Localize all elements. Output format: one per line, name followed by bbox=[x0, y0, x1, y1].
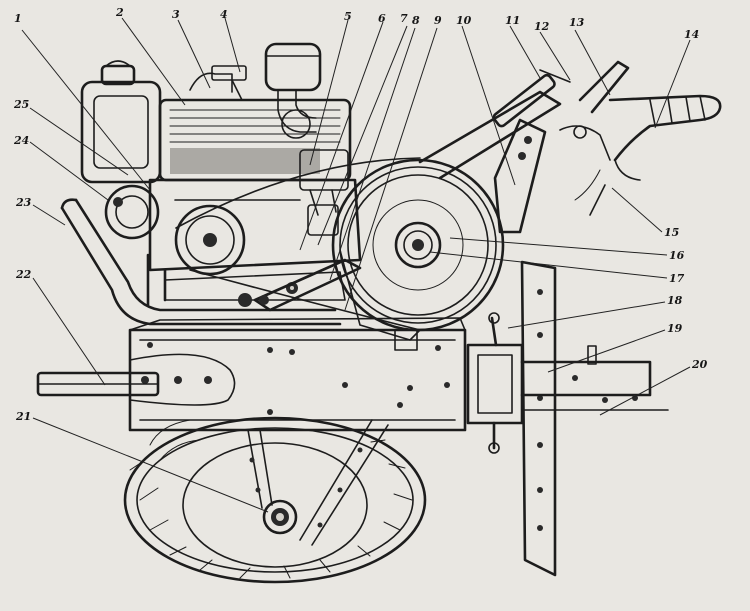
callout-8: 8 bbox=[412, 14, 420, 27]
callout-4: 4 bbox=[220, 8, 228, 21]
callout-5: 5 bbox=[344, 10, 352, 23]
callout-22: 22 bbox=[15, 268, 32, 281]
throttle-lever bbox=[559, 60, 630, 161]
callout-10: 10 bbox=[456, 14, 472, 27]
callout-12: 12 bbox=[534, 20, 550, 33]
callout-20: 20 bbox=[691, 358, 708, 371]
starter-housing bbox=[104, 184, 160, 240]
axle-bracket bbox=[129, 353, 236, 406]
engine-pulley bbox=[174, 204, 246, 276]
leader-lines bbox=[21, 17, 691, 513]
handle-tube bbox=[608, 94, 722, 181]
wheel-tire bbox=[123, 416, 427, 584]
callout-16: 16 bbox=[669, 249, 685, 262]
wheel-spokes bbox=[247, 419, 389, 546]
callout-6: 6 bbox=[378, 12, 386, 25]
callout-25: 25 bbox=[13, 98, 29, 111]
drive-belt bbox=[175, 157, 421, 331]
callouts: 1 2 3 4 5 6 7 8 9 10 11 12 13 14 15 16 1… bbox=[13, 6, 708, 423]
depth-clamp bbox=[466, 312, 524, 454]
spark-plug bbox=[189, 65, 247, 101]
tube-frame bbox=[60, 198, 342, 326]
callout-14: 14 bbox=[684, 28, 699, 41]
depth-bar bbox=[520, 345, 669, 411]
callout-2: 2 bbox=[115, 6, 124, 19]
callout-23: 23 bbox=[15, 196, 32, 209]
depth-plate bbox=[520, 260, 557, 577]
callout-17: 17 bbox=[669, 272, 685, 285]
callout-9: 9 bbox=[434, 14, 442, 27]
belt-guard-bracket bbox=[339, 249, 421, 351]
callout-19: 19 bbox=[667, 322, 683, 335]
wheel-hub bbox=[262, 499, 298, 535]
handle-grip bbox=[492, 69, 571, 128]
driven-pulley bbox=[331, 158, 505, 332]
frame-plate bbox=[128, 317, 467, 432]
fuel-tank bbox=[80, 60, 162, 184]
callout-18: 18 bbox=[667, 294, 683, 307]
callout-13: 13 bbox=[569, 16, 585, 29]
callout-1: 1 bbox=[14, 12, 22, 25]
callout-24: 24 bbox=[13, 134, 29, 147]
tension-lever bbox=[253, 258, 362, 312]
callout-11: 11 bbox=[505, 14, 520, 27]
callout-7: 7 bbox=[400, 12, 408, 25]
callout-3: 3 bbox=[172, 8, 180, 21]
air-filter bbox=[264, 42, 322, 139]
callout-21: 21 bbox=[15, 410, 31, 423]
drawbar bbox=[36, 371, 160, 397]
callout-15: 15 bbox=[664, 226, 679, 239]
control-cable bbox=[574, 169, 606, 216]
engine-cylinder bbox=[158, 98, 352, 182]
